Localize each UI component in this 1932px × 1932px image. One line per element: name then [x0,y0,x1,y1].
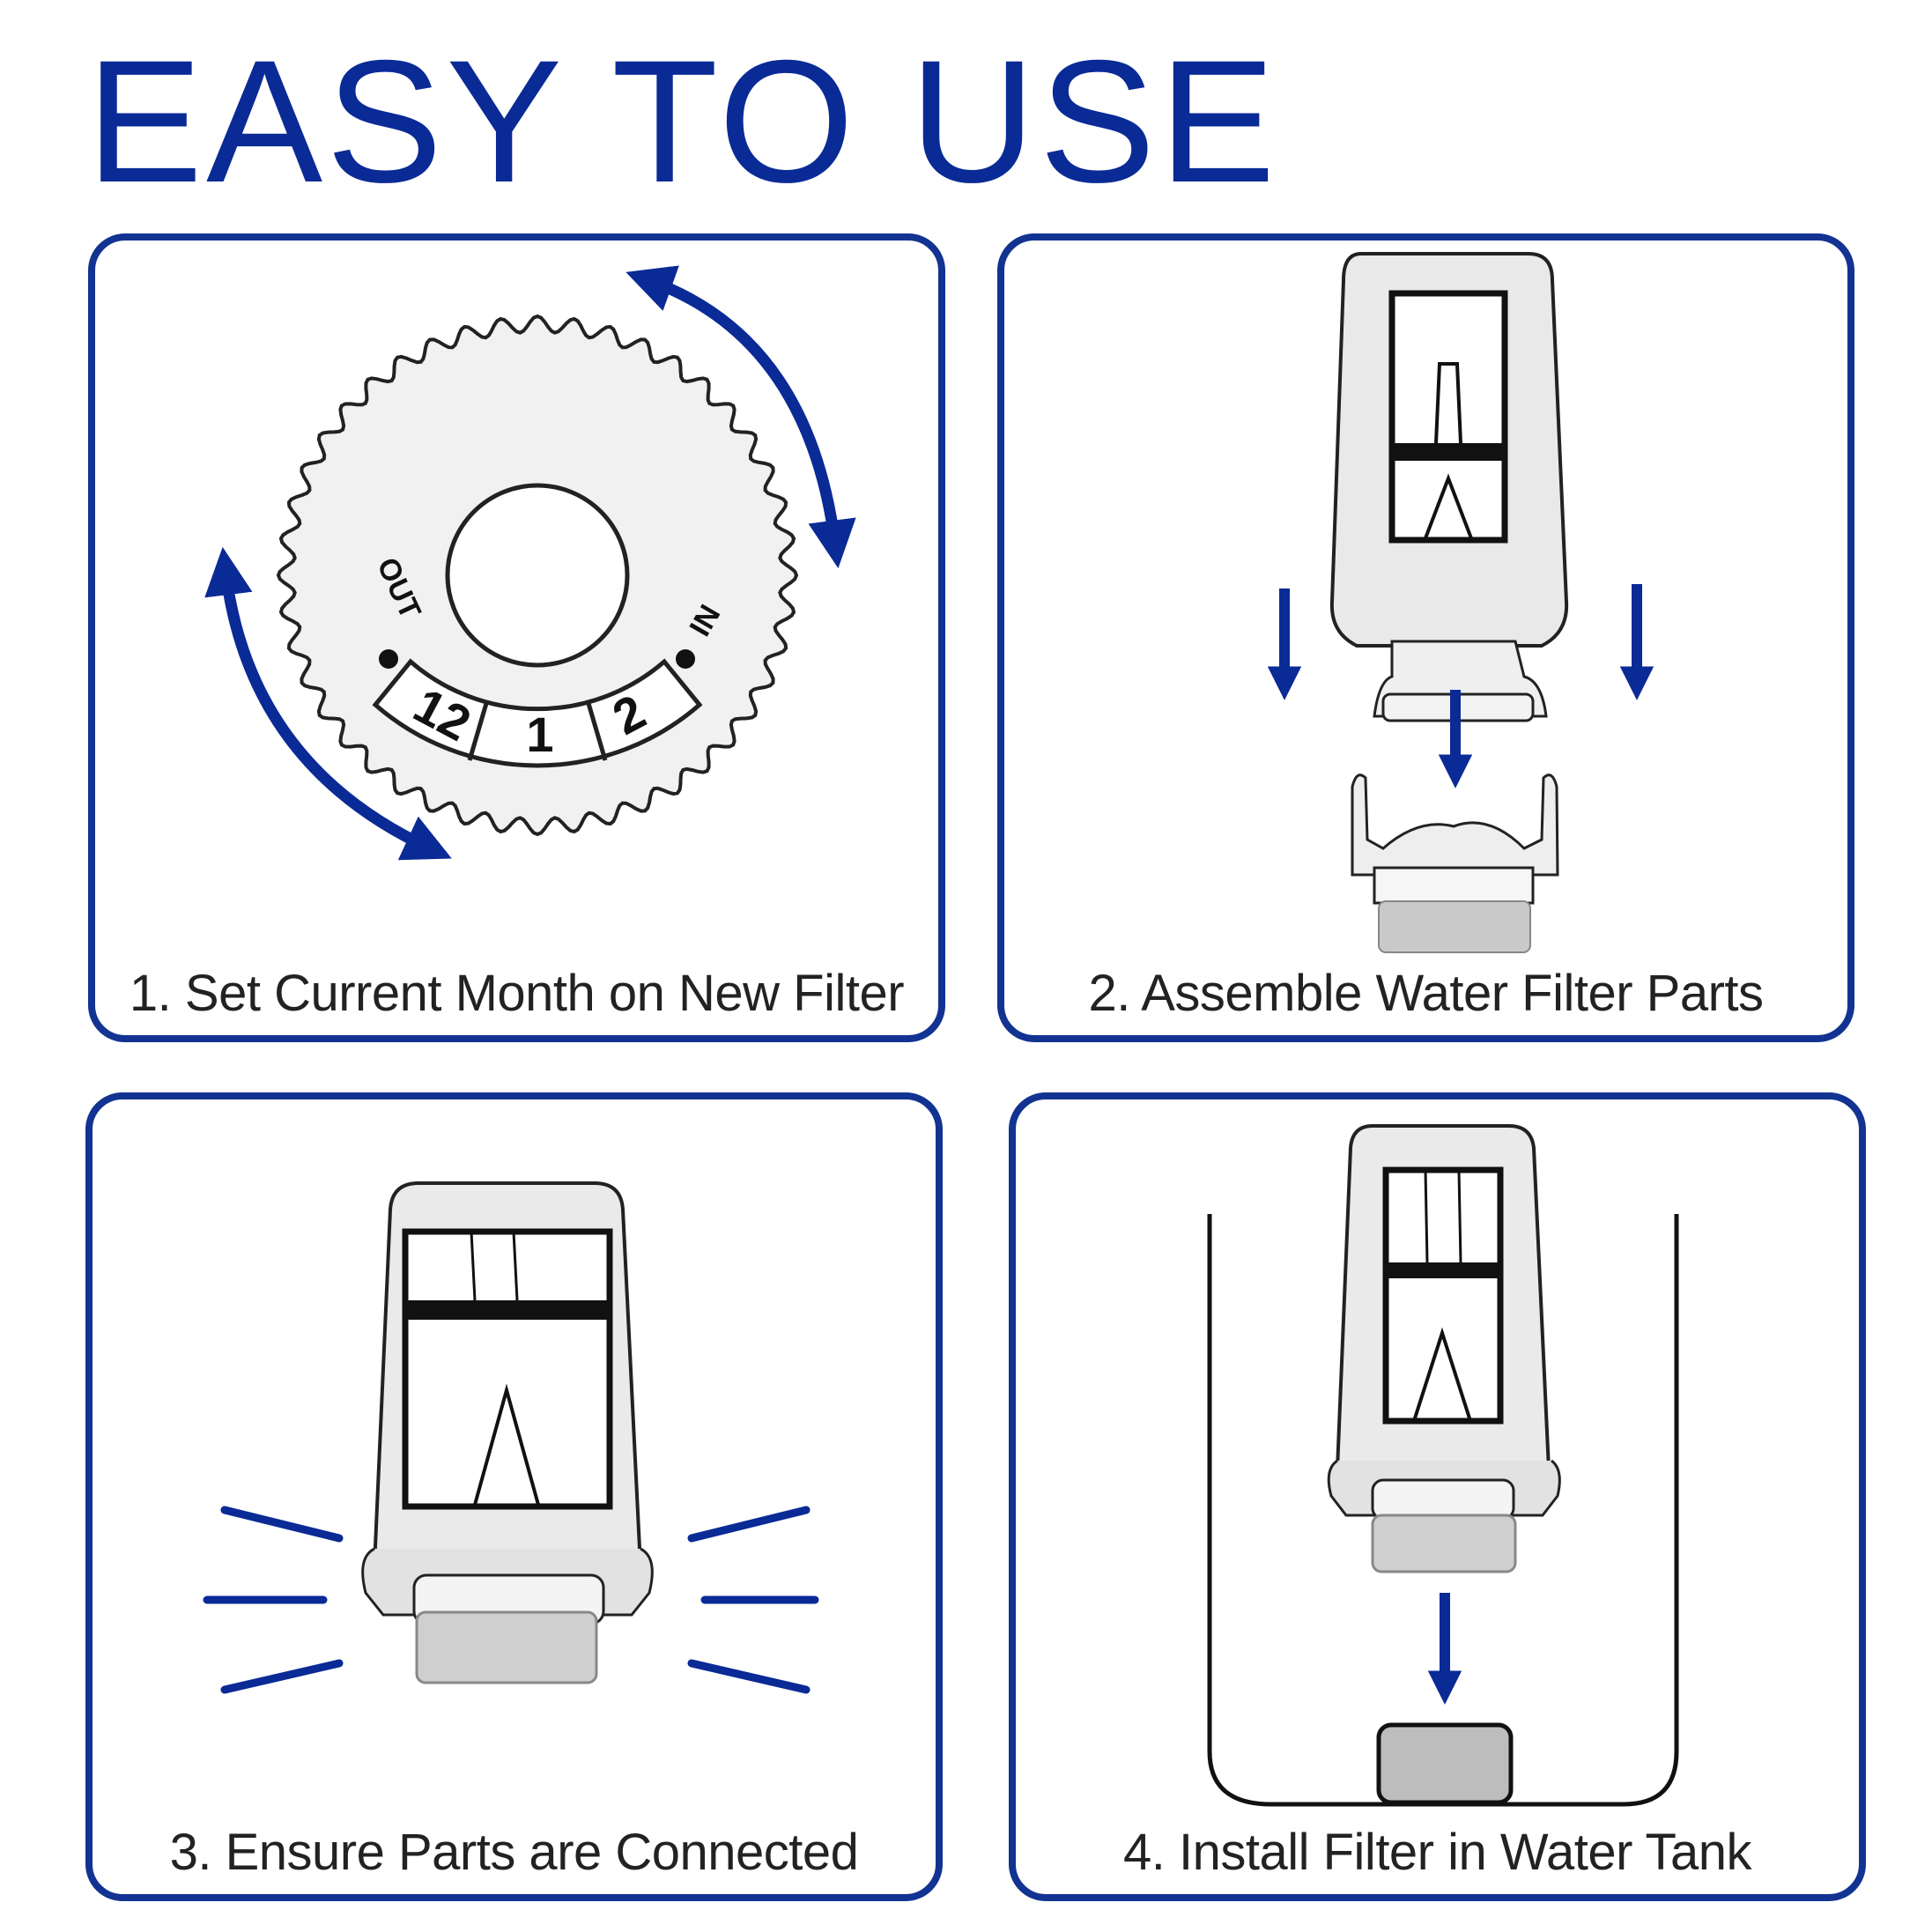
page-title: EASY TO USE [86,24,1279,218]
step-3-panel: 3. Ensure Parts are Connected [85,1092,943,1901]
step-1-panel: 12 1 2 OUT IN 1. Set Current Month on Ne… [88,233,945,1042]
install-in-tank-illustration [1207,1124,1679,1807]
connected-filter-illustration [203,1181,819,1694]
assemble-parts-illustration [1267,252,1654,953]
month-label: 1 [526,707,553,762]
step-4-caption: 4. Install Filter in Water Tank [1123,1824,1751,1881]
step-4-panel: 4. Install Filter in Water Tank [1009,1092,1866,1901]
connected-lines-icon [203,1506,819,1694]
step-3-caption: 3. Ensure Parts are Connected [169,1824,859,1881]
rotate-arrow-icon [204,546,452,861]
step-1-caption: 1. Set Current Month on New Filter [129,965,905,1022]
rotate-arrow-icon [625,265,856,569]
step-2-panel: 2. Assemble Water Filter Parts [997,233,1854,1042]
month-dial-illustration: 12 1 2 OUT IN [204,265,856,861]
step-2-caption: 2. Assemble Water Filter Parts [1088,965,1764,1022]
